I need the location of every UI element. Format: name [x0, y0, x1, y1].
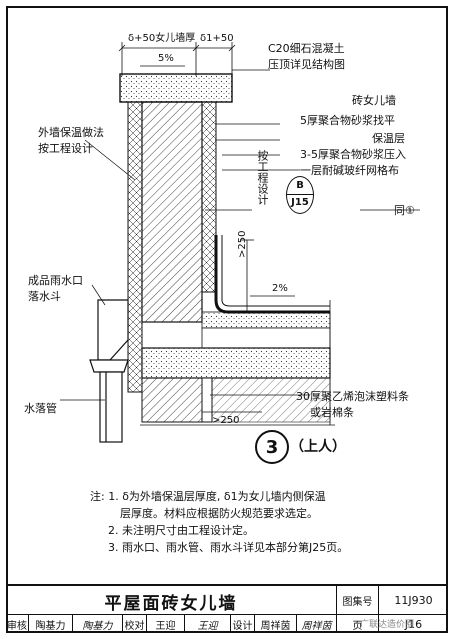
- break-lines: [140, 300, 335, 426]
- roof-slab: [141, 347, 331, 379]
- design-sign: 周祥茵: [296, 614, 336, 633]
- design-label: 设计: [230, 614, 254, 633]
- reference-sheet: J15: [291, 197, 309, 208]
- label-ext-insulation: 外墙保温做法: [38, 126, 104, 139]
- designer: 周祥茵: [254, 614, 296, 633]
- note-3: 3. 雨水口、雨水管、雨水斗详见本部分第J25页。: [108, 541, 349, 554]
- label-foam-strip: 30厚聚乙烯泡沫塑料条: [296, 390, 409, 403]
- page-label: 页: [336, 614, 378, 633]
- dim-inner-thickness: δ1+50: [200, 33, 234, 44]
- label-insulation: 保温层: [372, 132, 405, 145]
- label-same-as: 同①: [394, 204, 415, 217]
- lower-wall: [141, 377, 203, 423]
- reference-letter: B: [296, 180, 304, 191]
- check-sign: 王迎: [184, 614, 230, 633]
- foam-strip: [201, 377, 213, 423]
- waterproofing-layer: [214, 235, 330, 314]
- label-coping: C20细石混凝土: [268, 42, 345, 55]
- bottom-dimension: [201, 405, 262, 418]
- notes: 注: 1. δ为外墙保温层厚度, δ1为女儿墙内侧保温 层厚度。材料应根据防火规…: [90, 488, 348, 556]
- dim-gt250-bottom: >250: [212, 415, 240, 426]
- label-drain-head-2: 落水斗: [28, 290, 61, 303]
- title-block: 平屋面砖女儿墙 图集号 11J930 审核 陶基力 陶基力 校对 王迎 王迎 设…: [6, 584, 448, 633]
- drawing-frame: [6, 6, 448, 633]
- label-drain-head: 成品雨水口: [28, 274, 83, 287]
- label-by-design: 按工程设计: [256, 150, 269, 205]
- review-label: 审核: [6, 614, 28, 633]
- top-dimension: [118, 42, 236, 76]
- ext-insulation: [127, 101, 143, 393]
- brick-wall: [141, 101, 203, 323]
- label-mortar5: 5厚聚合物砂浆找平: [300, 114, 395, 127]
- inner-insulation: [201, 101, 217, 293]
- atlas-label: 图集号: [336, 584, 378, 614]
- vertical-dimension: [240, 239, 254, 312]
- page-number: J16: [378, 614, 448, 633]
- dim-roof-slope: 2%: [272, 283, 288, 294]
- leader-lines: [60, 69, 420, 401]
- note-1b: 层厚度。材料应根据防火规范要求选定。: [120, 507, 318, 520]
- review-sign: 陶基力: [72, 614, 122, 633]
- label-brick-wall: 砖女儿墙: [352, 94, 396, 107]
- detail-caption: （上人）: [290, 439, 346, 455]
- atlas-number: 11J930: [378, 584, 448, 614]
- roof-protection-layer: [201, 311, 331, 329]
- note-1: 注: 1. δ为外墙保温层厚度, δ1为女儿墙内侧保温: [90, 490, 326, 503]
- label-mortar35: 3-5厚聚合物砂浆压入: [300, 148, 406, 161]
- detail-number: 3: [255, 430, 289, 464]
- concrete-coping: [119, 73, 233, 103]
- dim-wall-thickness: δ+50女儿墙厚: [128, 33, 196, 44]
- downpipe: [99, 371, 123, 443]
- drawing-title: 平屋面砖女儿墙: [6, 584, 336, 616]
- reviewer: 陶基力: [28, 614, 72, 633]
- dim-gt250-vertical: >250: [237, 230, 248, 258]
- label-coping-2: 压顶详见结构图: [268, 58, 345, 71]
- label-foam-strip-2: 或岩棉条: [310, 406, 354, 419]
- label-ext-insulation-2: 按工程设计: [38, 142, 93, 155]
- roof-insulation-layer: [201, 327, 331, 349]
- drain-head: [89, 299, 129, 373]
- dim-coping-slope: 5%: [158, 53, 174, 64]
- label-downpipe: 水落管: [24, 402, 57, 415]
- reference-bubble: B J15: [286, 176, 314, 214]
- label-mesh: 一层耐碱玻纤网格布: [300, 164, 399, 177]
- note-2: 2. 未注明尺寸由工程设计定。: [108, 524, 254, 537]
- checker: 王迎: [146, 614, 184, 633]
- watermark: 广联达造价圈: [360, 620, 415, 630]
- check-label: 校对: [122, 614, 146, 633]
